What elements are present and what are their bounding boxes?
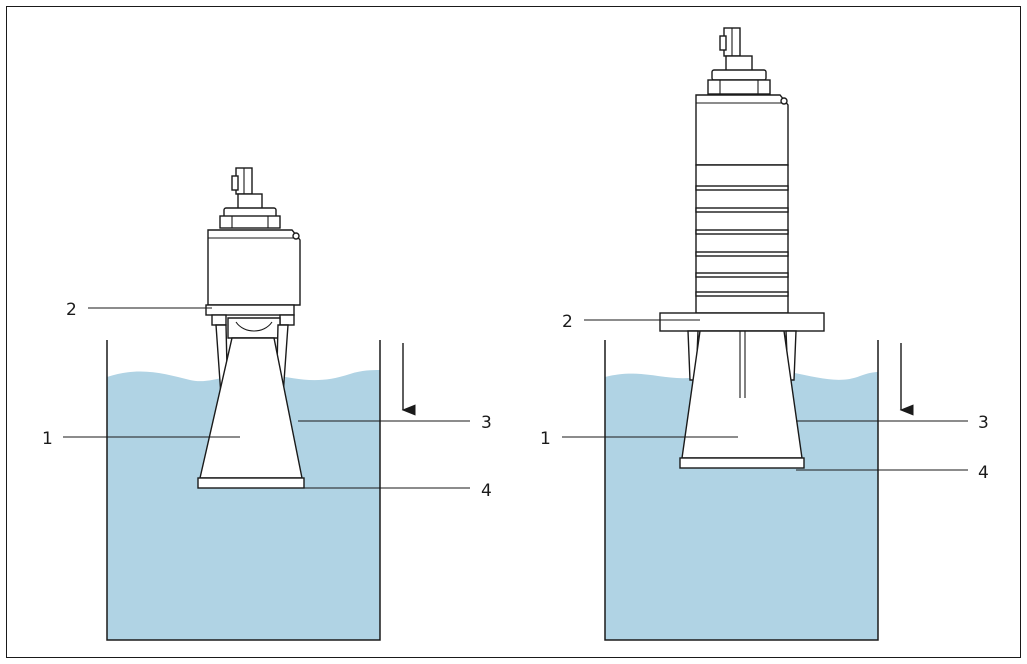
right-callout-1: 1 [540, 429, 551, 449]
left-tank-walls [106, 340, 381, 641]
left-callout-2: 2 [66, 300, 77, 320]
right-extension-tube [695, 164, 789, 314]
right-tank-water [605, 370, 878, 640]
right-flange [659, 312, 825, 332]
left-callout-1: 1 [42, 429, 53, 449]
left-horn-antenna [197, 324, 305, 489]
right-housing [695, 94, 789, 166]
right-callout-2: 2 [562, 312, 573, 332]
left-callout-3: 3 [481, 413, 492, 433]
right-tank-walls [604, 340, 879, 641]
left-callout-4: 4 [481, 481, 492, 501]
right-horn-antenna [679, 330, 805, 469]
right-callout-3: 3 [978, 413, 989, 433]
right-figure: 2 1 3 4 [540, 27, 989, 641]
left-figure: 2 1 3 4 [42, 167, 492, 641]
left-housing [207, 229, 301, 306]
left-connector [219, 167, 281, 229]
right-callout-4: 4 [978, 463, 989, 483]
right-connector [707, 27, 771, 95]
left-mounting [205, 304, 295, 339]
